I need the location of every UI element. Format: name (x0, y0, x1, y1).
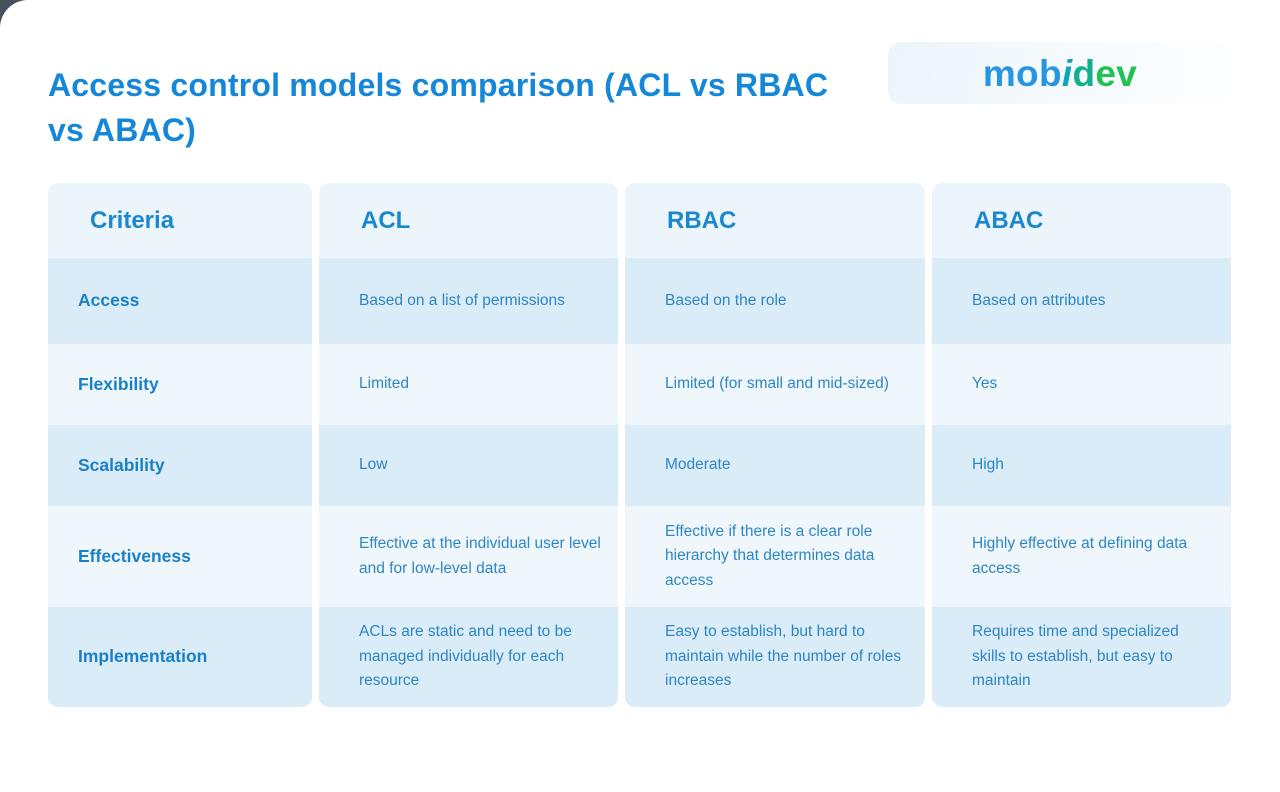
cell-flexibility-rbac: Limited (for small and mid-sized) (625, 344, 925, 425)
cell-effectiveness-abac: Highly effective at defining data access (932, 506, 1231, 607)
criteria-column: Criteria Access Flexibility Scalability … (48, 183, 312, 707)
cell-scalability-acl: Low (319, 425, 618, 506)
criteria-header: Criteria (48, 183, 312, 258)
cell-access-abac: Based on attributes (932, 258, 1231, 344)
abac-column: ABAC Based on attributes Yes High Highly… (932, 183, 1231, 707)
cell-implementation-abac: Requires time and specialized skills to … (932, 607, 1231, 707)
cell-scalability-abac: High (932, 425, 1231, 506)
row-label-implementation: Implementation (48, 607, 312, 707)
mobidev-logo: mobidev (888, 42, 1232, 104)
page-title: Access control models comparison (ACL vs… (48, 67, 829, 149)
acl-header: ACL (319, 183, 618, 258)
logo-segment-i: i (1061, 52, 1073, 94)
logo-segment-d: d (1072, 52, 1096, 94)
row-label-scalability: Scalability (48, 425, 312, 506)
cell-effectiveness-acl: Effective at the individual user level a… (319, 506, 618, 607)
row-label-flexibility: Flexibility (48, 344, 312, 425)
cell-implementation-rbac: Easy to establish, but hard to maintain … (625, 607, 925, 707)
cell-flexibility-abac: Yes (932, 344, 1231, 425)
logo-segment-mob: mob (982, 52, 1062, 94)
cell-access-rbac: Based on the role (625, 258, 925, 344)
abac-header: ABAC (932, 183, 1231, 258)
cell-flexibility-acl: Limited (319, 344, 618, 425)
cell-scalability-rbac: Moderate (625, 425, 925, 506)
cell-access-acl: Based on a list of permissions (319, 258, 618, 344)
acl-column: ACL Based on a list of permissions Limit… (319, 183, 618, 707)
row-label-access: Access (48, 258, 312, 344)
logo-segment-ev: ev (1095, 52, 1138, 94)
cell-implementation-acl: ACLs are static and need to be managed i… (319, 607, 618, 707)
row-label-effectiveness: Effectiveness (48, 506, 312, 607)
cell-effectiveness-rbac: Effective if there is a clear role hiera… (625, 506, 925, 607)
comparison-table: Criteria Access Flexibility Scalability … (48, 183, 1231, 707)
rbac-header: RBAC (625, 183, 925, 258)
rbac-column: RBAC Based on the role Limited (for smal… (625, 183, 925, 707)
mobidev-logo-wordmark: mobidev (983, 55, 1137, 92)
